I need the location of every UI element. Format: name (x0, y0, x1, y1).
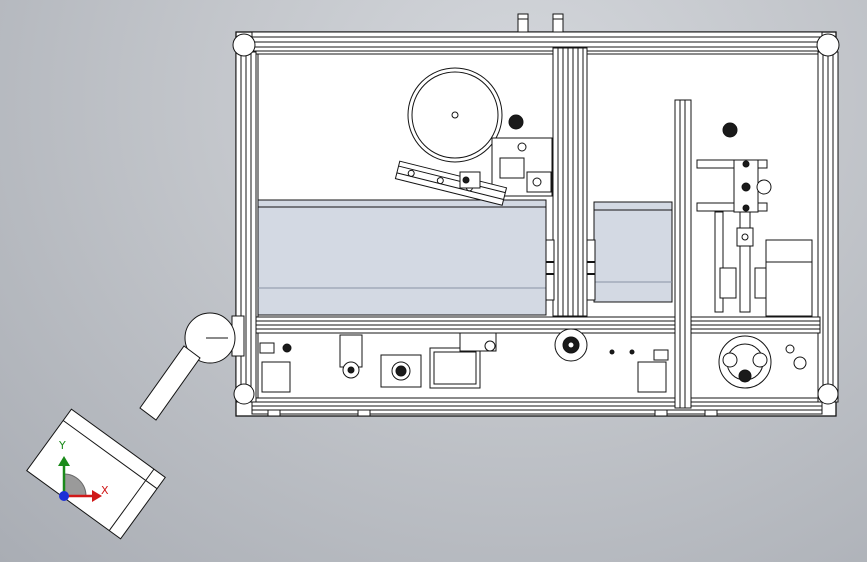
cross-beam (255, 316, 821, 334)
control-arm[interactable] (26, 312, 245, 540)
orientation-triad (58, 456, 102, 502)
triad-x-label: X (101, 484, 109, 497)
right-rail (817, 51, 839, 403)
bottom-feet (267, 409, 718, 417)
center-column (552, 47, 588, 317)
label-reel (407, 67, 524, 163)
bottom-rail (251, 397, 823, 415)
labeling-head (394, 137, 553, 206)
triad-y-label: Y (59, 439, 66, 452)
top-connectors (517, 13, 564, 33)
gap-rollers (545, 239, 596, 301)
bottom-components (259, 328, 807, 393)
corner-joints (232, 33, 840, 405)
right-post (674, 99, 692, 409)
panel-right (593, 201, 673, 303)
right-mechanism (696, 122, 813, 317)
left-rail (235, 51, 257, 403)
panel-left (257, 199, 547, 316)
top-rail (251, 31, 823, 55)
